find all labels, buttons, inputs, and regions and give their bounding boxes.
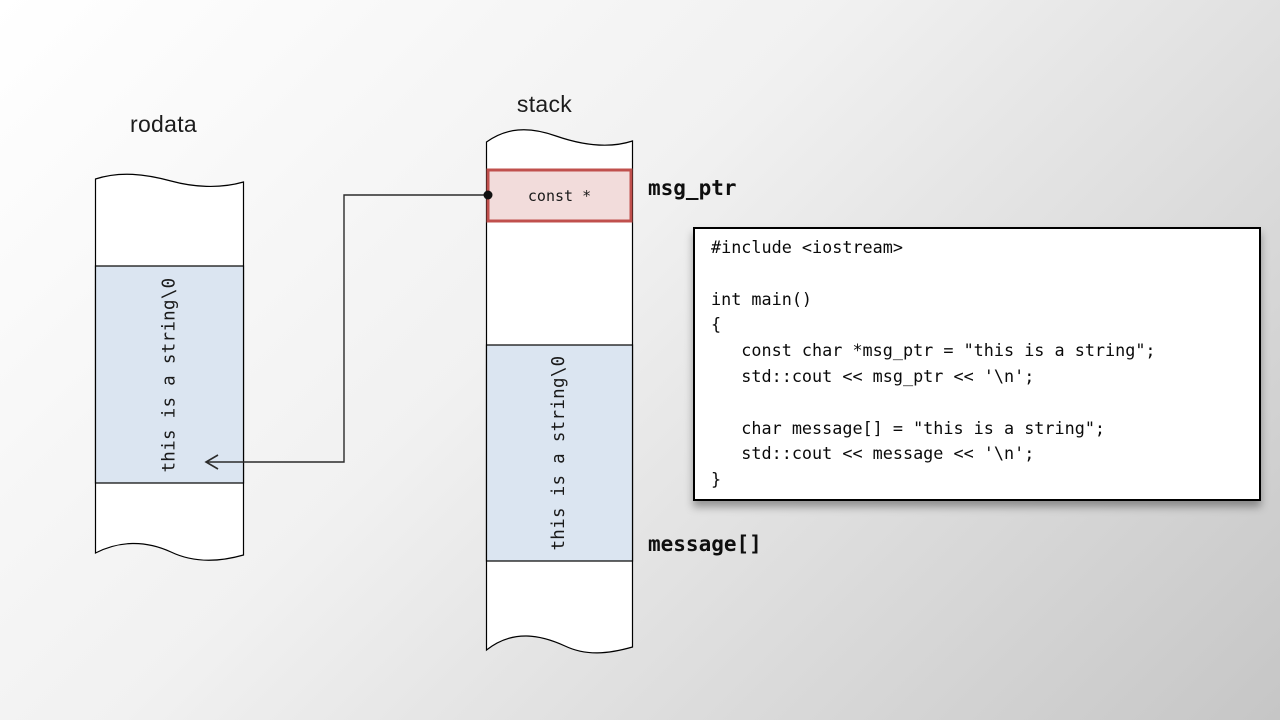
message-array-label: message[]: [648, 532, 762, 556]
code-line: std::cout << msg_ptr << '\n';: [711, 365, 1035, 386]
code-line: std::cout << message << '\n';: [711, 443, 1035, 464]
code-line: #include <iostream>: [711, 237, 903, 257]
stack-pointer-cell: [486, 168, 633, 223]
msg-ptr-label: msg_ptr: [648, 176, 737, 200]
code-line: [711, 261, 1259, 287]
stack-memory-column: [485, 129, 634, 654]
code-line: char message[] = "this is a string";: [711, 417, 1106, 438]
rodata-string-text: this is a string\0: [159, 277, 180, 473]
stack-segment-label: stack: [516, 91, 573, 117]
stack-string-cell: [485, 344, 634, 562]
code-line: const char *msg_ptr = "this is a string"…: [711, 340, 1156, 361]
code-box: #include <iostream> int main() { const c…: [693, 227, 1261, 501]
rodata-segment-label: rodata: [129, 111, 197, 137]
pointer-cell-text: const *: [527, 187, 592, 205]
stack-string-text: this is a string\0: [549, 355, 569, 551]
code-line: }: [711, 469, 722, 490]
code-line: [711, 390, 1259, 416]
code-line: {: [711, 314, 722, 335]
connector-line: [206, 194, 488, 463]
code-line: int main(): [711, 288, 813, 309]
